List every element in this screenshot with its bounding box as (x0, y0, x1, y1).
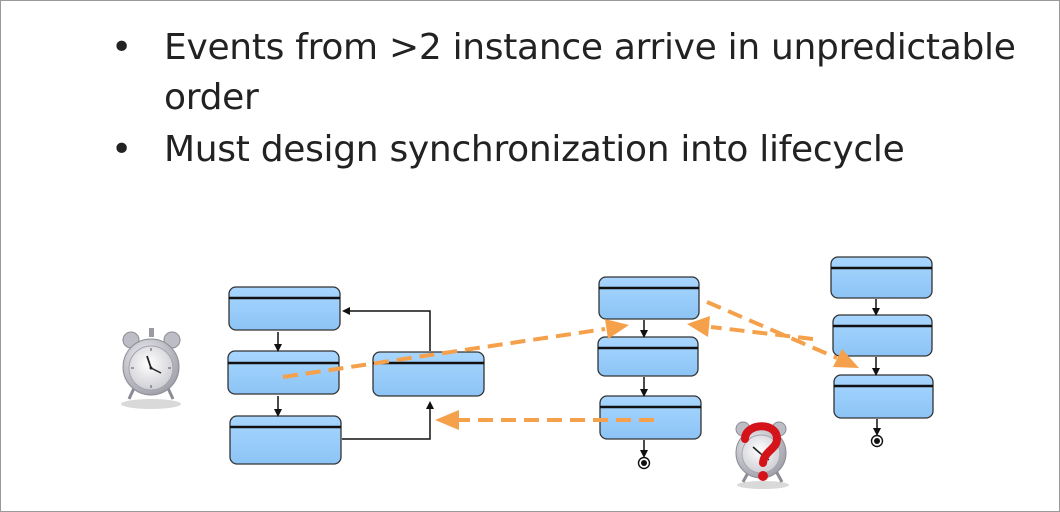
alarm-clock-icon (121, 328, 181, 409)
event-arrowhead (687, 316, 710, 337)
lifecycle-c (830, 256, 934, 448)
bullet-item: • Must design synchronization into lifec… (111, 125, 1059, 175)
alarm-clock-question-mark-icon (735, 421, 789, 489)
bullet-dot: • (111, 27, 132, 68)
event-arrow (706, 300, 838, 360)
event-arrowhead (435, 410, 459, 430)
lifecycle-b (597, 276, 702, 470)
bullet-text: Events from >2 instance arrive in unpred… (164, 27, 1016, 118)
state-box (830, 256, 933, 299)
bullet-text: Must design synchronization into lifecyc… (164, 129, 905, 170)
event-arrowhead (605, 319, 629, 339)
event-arrowhead (833, 349, 859, 368)
state-box (597, 336, 699, 377)
state-box (372, 351, 485, 397)
event-messages (282, 300, 859, 430)
event-arrow (710, 325, 814, 341)
transition-arrow (342, 401, 434, 440)
bullet-dot: • (111, 129, 132, 170)
transition-arrow (342, 307, 431, 351)
final-state (637, 456, 651, 470)
lifecycle-a (227, 286, 485, 465)
state-box (229, 415, 342, 465)
final-state (870, 434, 884, 448)
state-box (599, 395, 702, 440)
state-box (228, 286, 341, 331)
state-box (598, 276, 700, 320)
state-box (833, 374, 934, 419)
bullet-list: • Events from >2 instance arrive in unpr… (111, 23, 1059, 175)
state-box (832, 314, 933, 357)
bullet-item: • Events from >2 instance arrive in unpr… (111, 23, 1059, 123)
event-arrow (282, 327, 606, 379)
state-box (227, 350, 340, 395)
